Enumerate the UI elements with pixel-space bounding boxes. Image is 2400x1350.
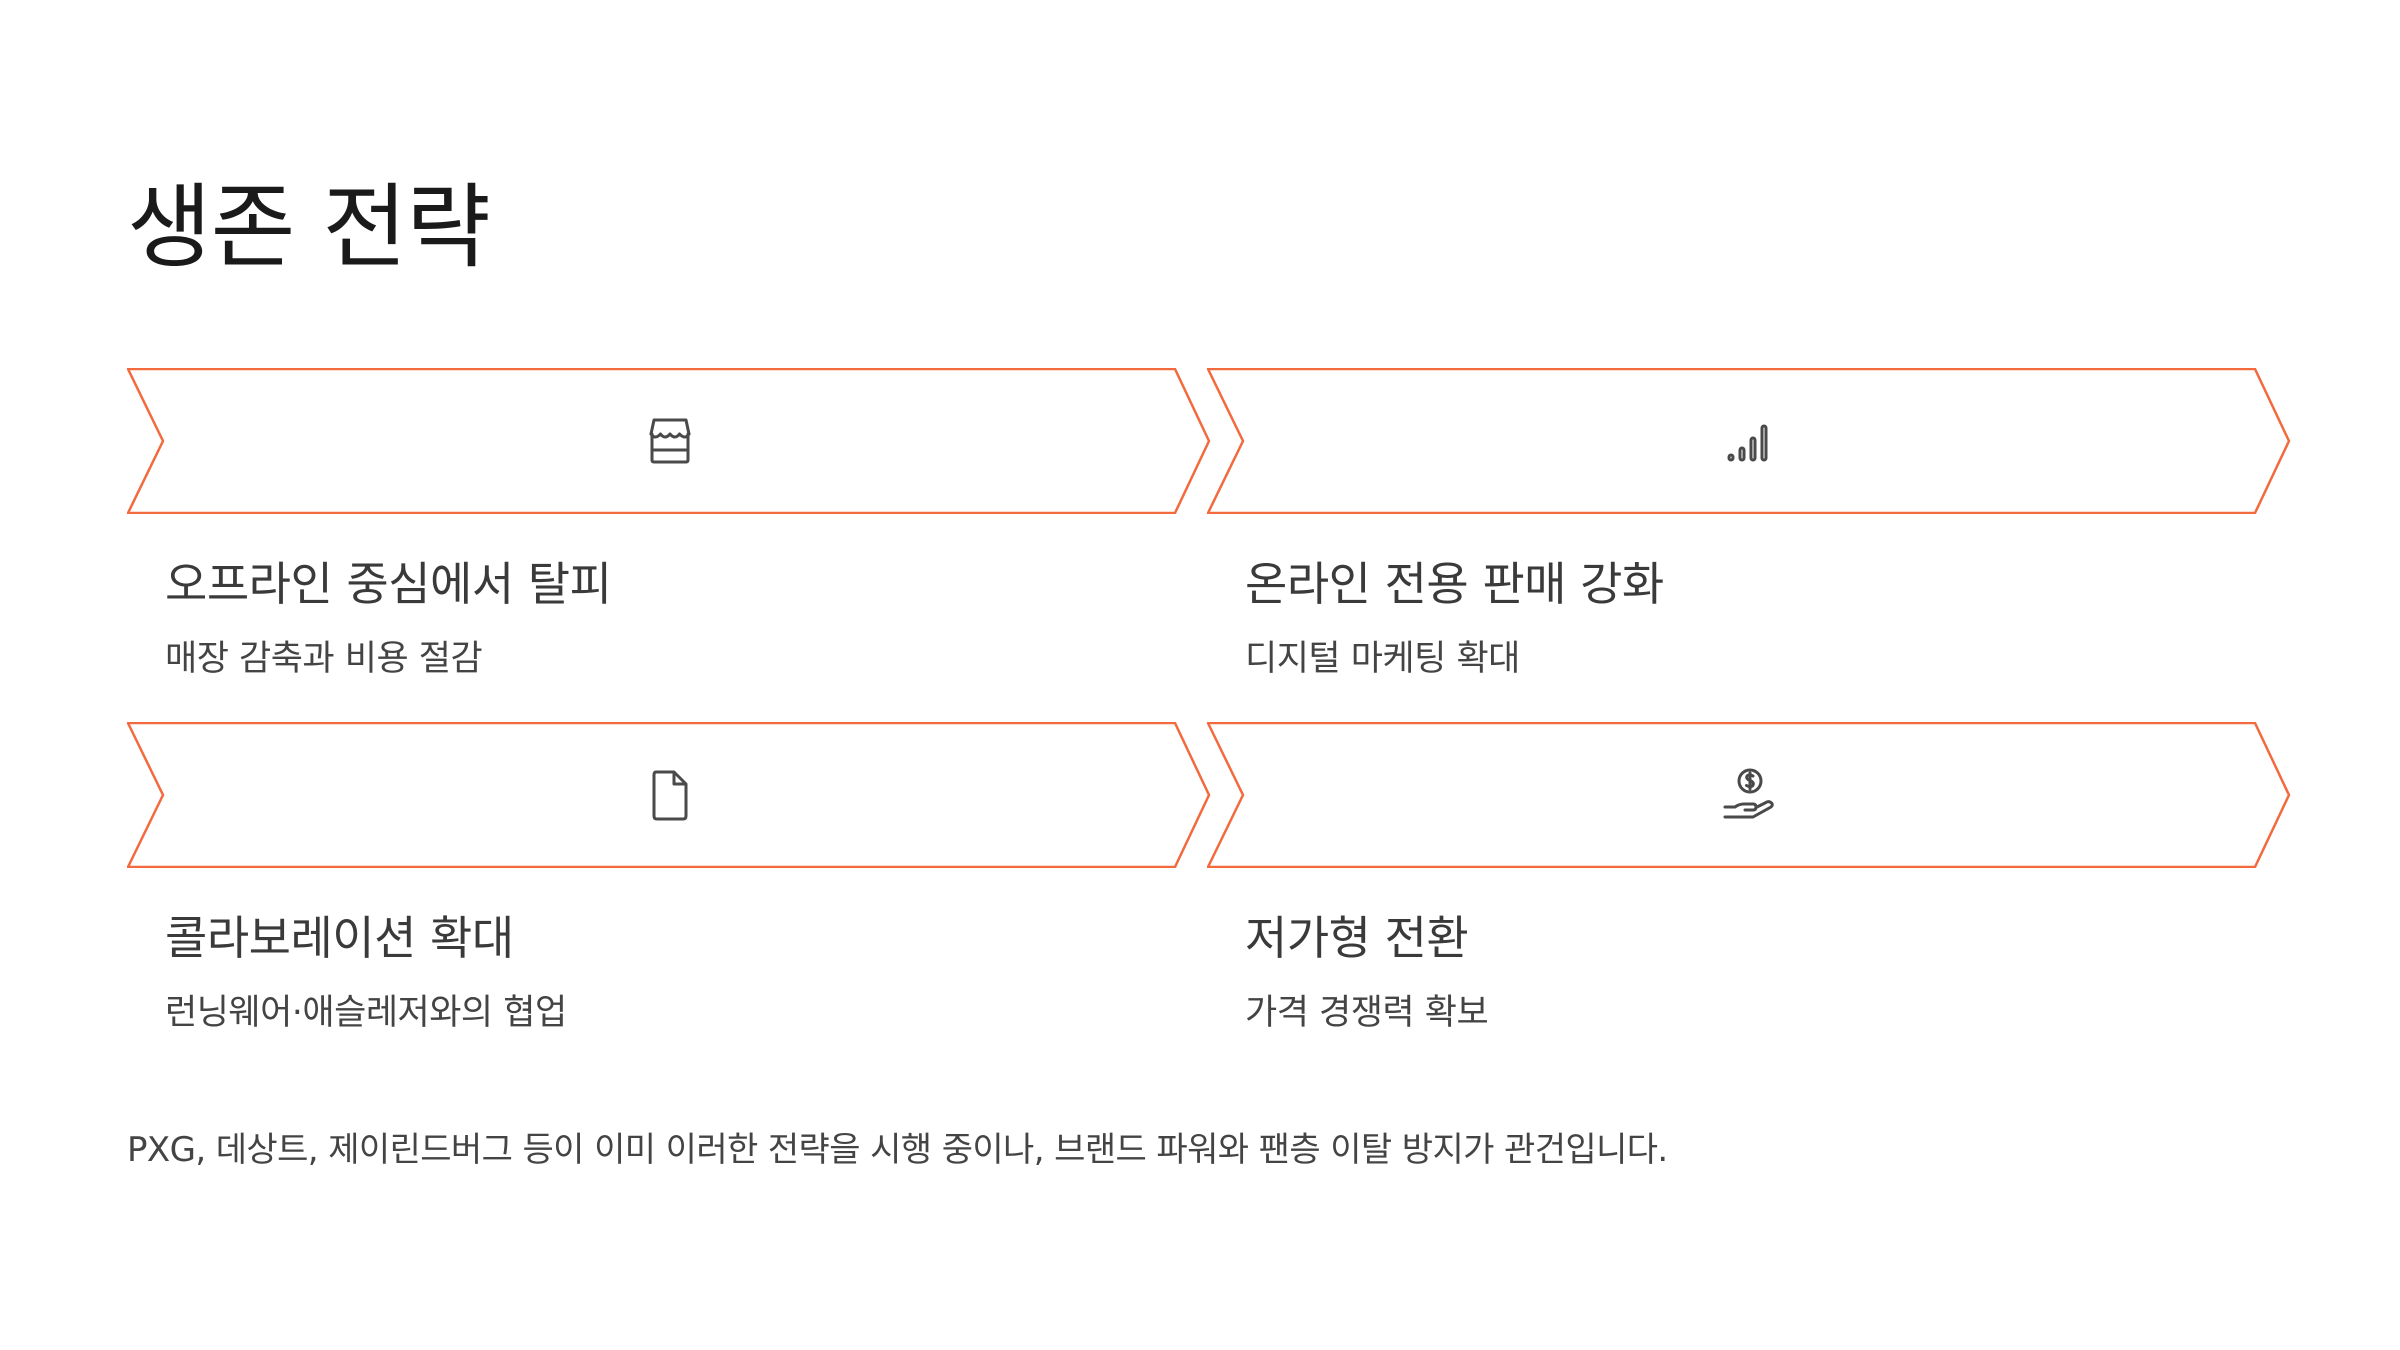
card-heading: 저가형 전환 [1245, 911, 1469, 965]
signal-bars-icon [1720, 411, 1780, 471]
card-heading: 콜라보레이션 확대 [165, 911, 514, 965]
chevron-banner [127, 368, 1212, 514]
chevron-banner [1207, 722, 2292, 868]
card-subtext: 런닝웨어·애슬레저와의 협업 [165, 993, 567, 1033]
page-title: 생존 전략 [127, 174, 491, 281]
chevron-banner [127, 722, 1212, 868]
card-subtext: 디지털 마케팅 확대 [1245, 639, 1520, 679]
card-subtext: 가격 경쟁력 확보 [1245, 993, 1489, 1033]
hand-coin-icon [1720, 765, 1780, 825]
card-heading: 온라인 전용 판매 강화 [1245, 557, 1664, 611]
card-subtext: 매장 감축과 비용 절감 [165, 639, 483, 679]
footnote: PXG, 데상트, 제이린드버그 등이 이미 이러한 전략을 시행 중이나, 브… [127, 1130, 1668, 1170]
chevron-banner [1207, 368, 2292, 514]
card-heading: 오프라인 중심에서 탈피 [165, 557, 612, 611]
document-icon [640, 765, 700, 825]
store-icon [640, 411, 700, 471]
